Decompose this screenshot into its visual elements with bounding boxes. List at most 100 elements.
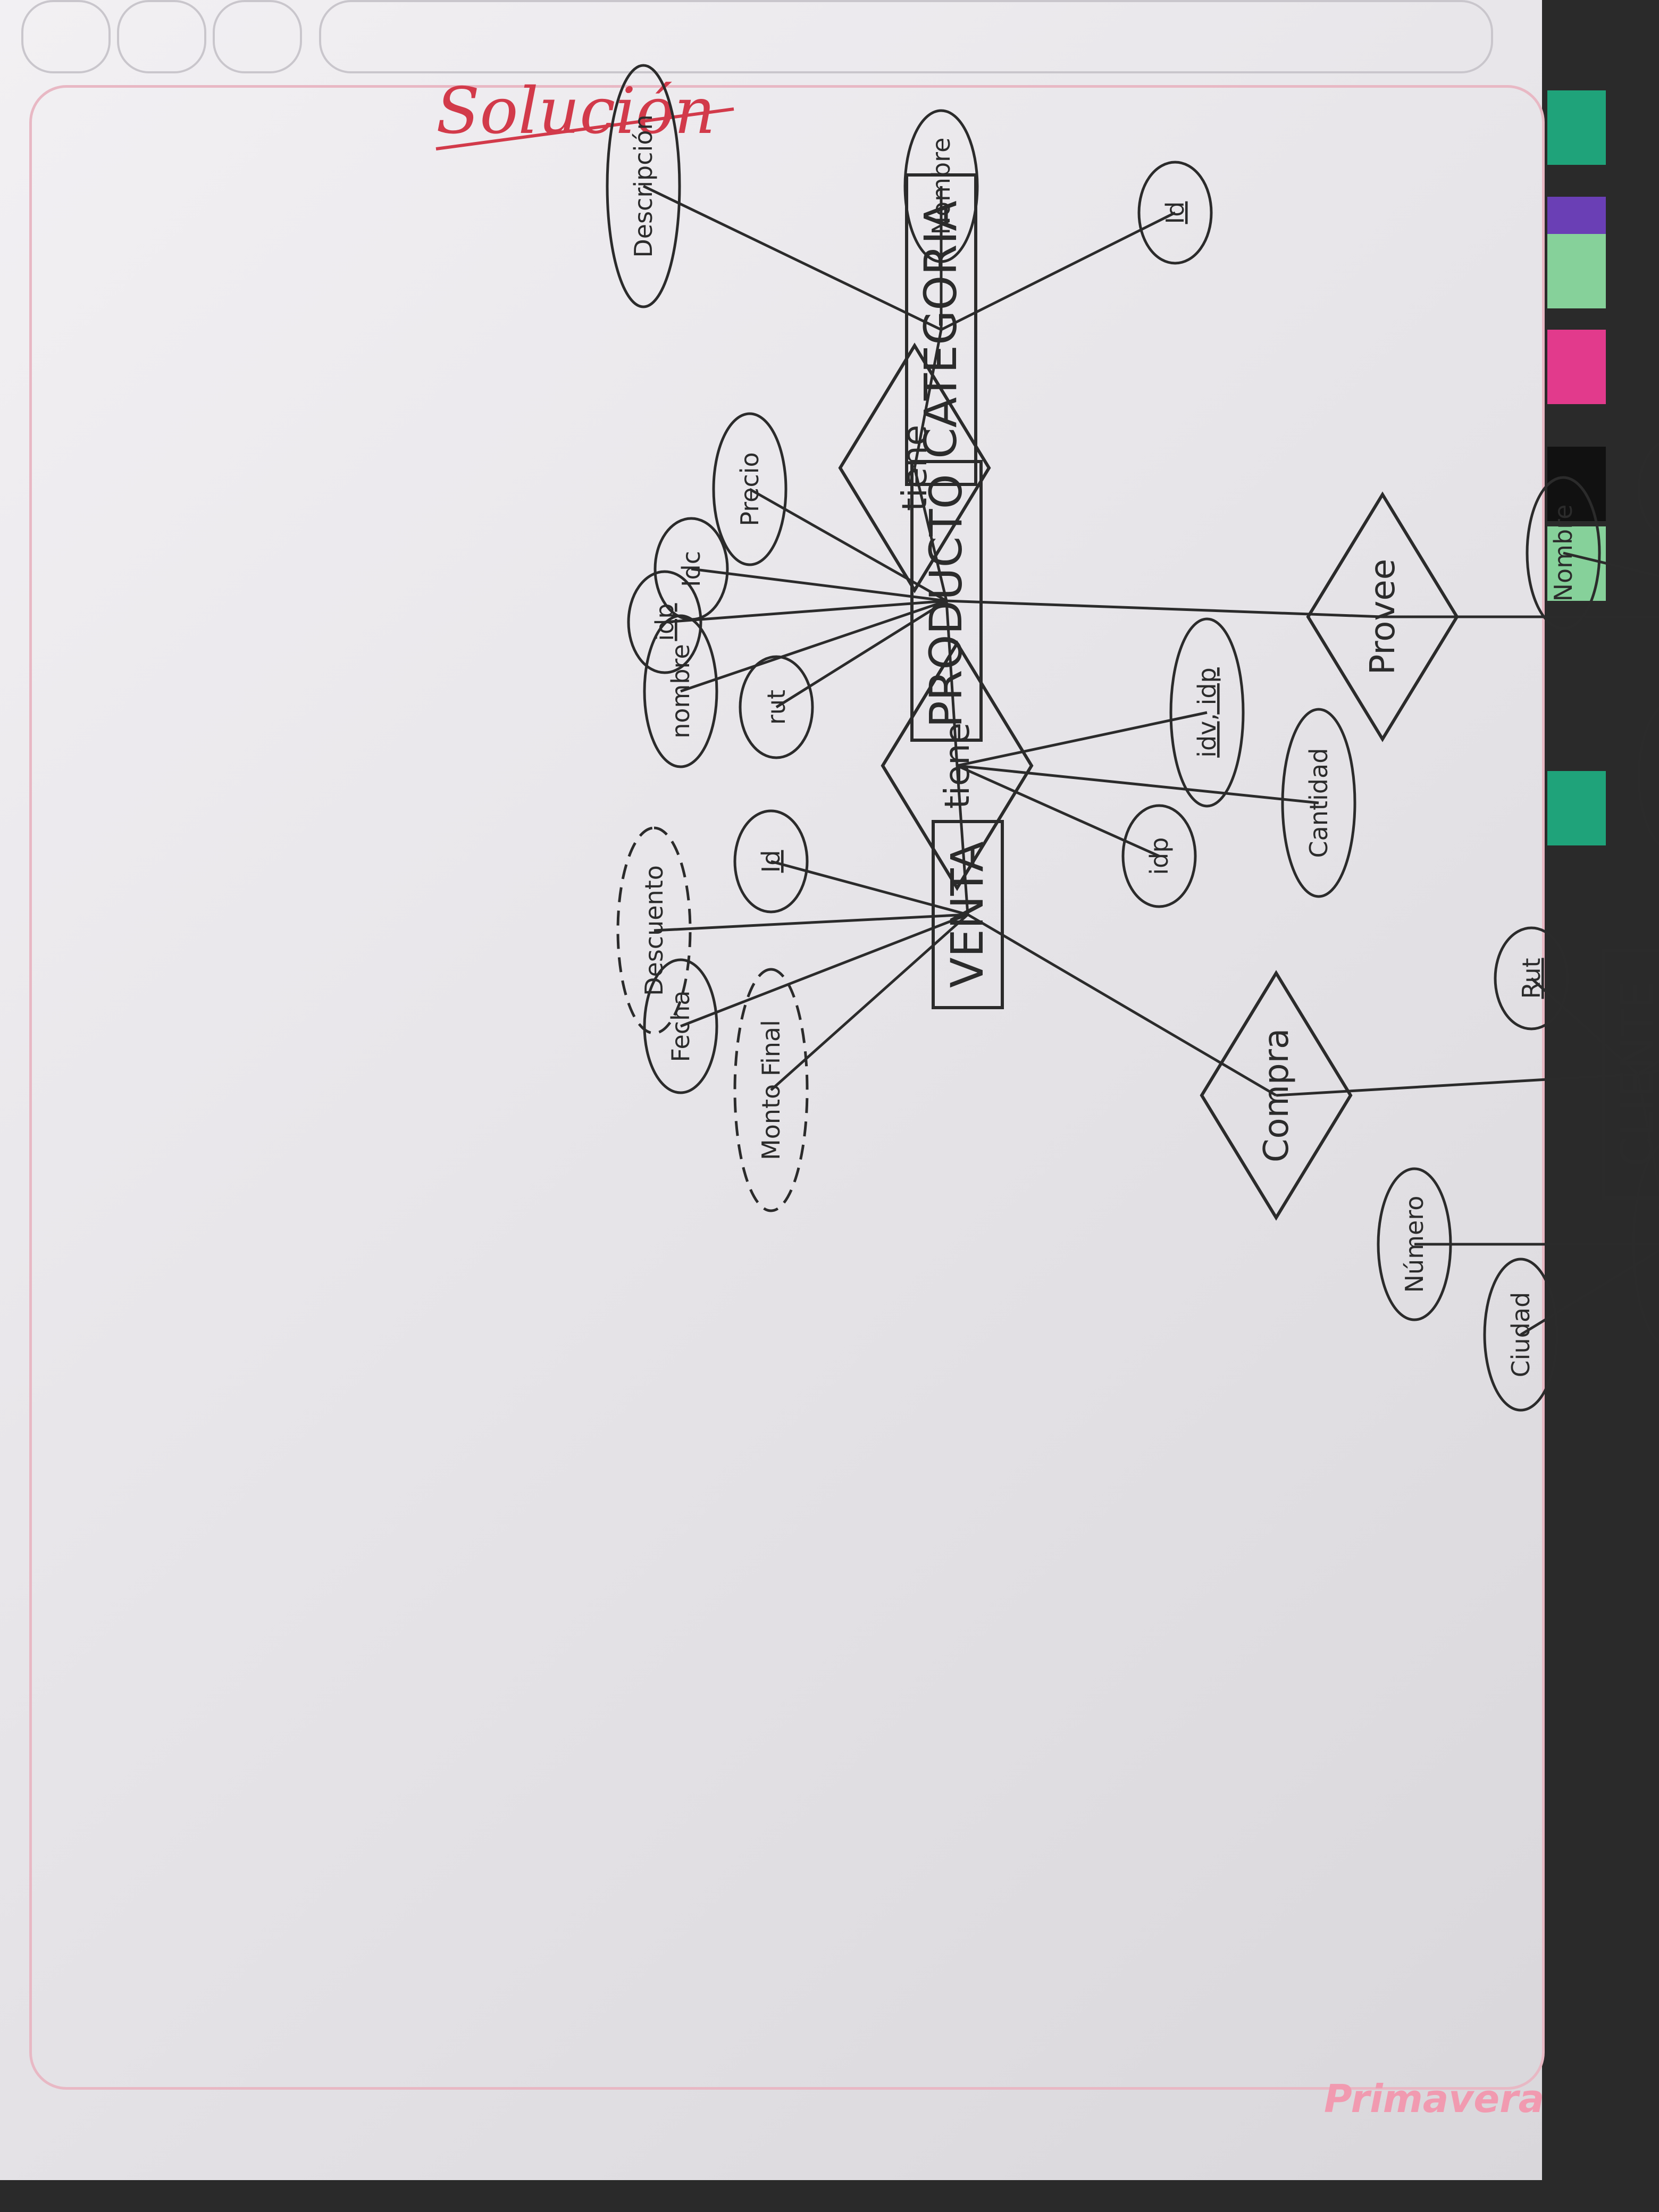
attribute-ellipse [1281, 708, 1356, 898]
attribute-cli-direccion: Dirección [1632, 1140, 1659, 1348]
attribute-tiene-idp: idp [1121, 804, 1197, 908]
link-cli-rut [1530, 977, 1639, 1075]
attribute-cat-descripcion: Descripción [606, 64, 681, 308]
link-cli-direccion [1636, 1074, 1659, 1195]
attribute-tiene-cantidad: Cantidad [1281, 708, 1356, 898]
attribute-label: idp [1145, 837, 1174, 875]
link-tiene2-venta [956, 765, 969, 915]
relationship-tiene2: tiene [881, 640, 1034, 891]
title-underline [435, 107, 734, 150]
entity-box [932, 820, 1004, 1009]
attribute-label: Id [1161, 202, 1189, 224]
attribute-venta-montofinal: Monto Final [733, 968, 809, 1212]
relationship-compra: Compra [1200, 970, 1353, 1221]
attribute-ellipse [643, 958, 718, 1094]
attribute-label: Nombre [1549, 505, 1578, 602]
attribute-ellipse [1632, 1140, 1659, 1348]
attribute-venta-fecha: Fecha [643, 958, 718, 1094]
link-compra-venta [967, 913, 1277, 1097]
attribute-ellipse [712, 412, 787, 566]
link-tiene2-producto [945, 600, 959, 766]
link-prod-idp [664, 599, 947, 624]
entity-venta: VENTA [932, 820, 1004, 1009]
link-venta-descuento [653, 913, 968, 932]
relationship-label: Provee [1363, 559, 1403, 675]
link-venta-fecha [680, 913, 968, 1028]
entity-cliente: CLIENTE [1602, 949, 1659, 1200]
attribute-ellipse [1483, 1258, 1559, 1412]
attribute-ellipse [733, 809, 809, 914]
attribute-label: idv, idp [1193, 667, 1221, 758]
entity-label: CLIENTE [1611, 981, 1659, 1168]
relationship-diamond [838, 342, 991, 593]
link-prov-nombre [1563, 551, 1659, 577]
relationship-tiene1: tiene [838, 342, 991, 593]
attribute-venta-id: Id [733, 809, 809, 914]
attribute-ellipse [1121, 804, 1197, 908]
relationship-label: Compra [1257, 1028, 1296, 1162]
entity-box [905, 173, 977, 486]
attribute-cat-id: Id [1137, 161, 1213, 265]
relationship-diamond [1200, 970, 1353, 1221]
attribute-label: nombre [666, 644, 695, 739]
link-cat-id [940, 211, 1176, 331]
attribute-ellipse [643, 614, 718, 768]
attribute-label: Descuento [640, 865, 668, 996]
entity-categoria: CATEGORIA [905, 173, 977, 486]
link-venta-montofinal [770, 914, 969, 1091]
attribute-ellipse [1494, 926, 1569, 1030]
link-prod-rut [775, 599, 948, 709]
entity-label: VENTA [941, 841, 993, 988]
attribute-prov-comuna: Comuna [1637, 699, 1659, 853]
entity-producto: PRODUCTO [910, 460, 983, 742]
attribute-label: Id [757, 850, 785, 873]
link-prod-nombre [680, 599, 947, 693]
relationship-diamond [881, 640, 1034, 891]
index-tab [1547, 90, 1606, 165]
attribute-label: Cantidad [1304, 748, 1333, 858]
attribute-ellipse [1526, 476, 1601, 630]
attribute-prov-nombre: Nombre [1526, 476, 1601, 630]
attribute-cli-numero: Número [1377, 1167, 1452, 1321]
relationship-provee: Provee [1306, 491, 1459, 742]
attribute-cat-nombre: Nombre [903, 109, 979, 263]
attribute-venta-descuento: Descuento [616, 826, 692, 1035]
attribute-label: Descripción [629, 114, 658, 257]
attribute-ellipse [1637, 699, 1659, 853]
attribute-ellipse [627, 570, 702, 674]
attribute-prod-rut: rut [739, 655, 814, 759]
attribute-ellipse [606, 64, 681, 308]
link-prod-idc [691, 567, 947, 602]
attribute-label: rut [762, 690, 791, 725]
link-tiene-idvidp [957, 711, 1208, 767]
attribute-label: Fecha [666, 991, 695, 1062]
entity-box [910, 460, 983, 742]
link-prod-precio [749, 488, 948, 602]
page-title: Solución [436, 74, 715, 148]
attribute-ellipse [616, 826, 692, 1035]
link-compra-cliente [1276, 1073, 1638, 1097]
relationship-label: tiene [938, 723, 977, 809]
attribute-label: Idc [677, 551, 706, 587]
link-cli-ciudad [1520, 1249, 1659, 1336]
page-margin-frame [29, 85, 1545, 2090]
attribute-label: Nombre [927, 138, 956, 235]
attribute-ellipse [739, 655, 814, 759]
entity-label: PRODUCTO [920, 474, 972, 727]
index-tab [1547, 234, 1606, 308]
attribute-prod-nombre: nombre [643, 614, 718, 768]
attribute-tiene-idvidp: idv, idp [1169, 617, 1245, 808]
attribute-label: Monto Final [757, 1020, 785, 1160]
attribute-ellipse [1169, 617, 1245, 808]
attribute-label: Rut [1517, 958, 1546, 999]
index-tab [1547, 771, 1606, 845]
link-cat-descripcion [642, 185, 942, 331]
attribute-prod-precio: Precio [712, 412, 787, 566]
relationship-diamond [1306, 491, 1459, 742]
attribute-ellipse [733, 968, 809, 1212]
attribute-ellipse [903, 109, 979, 263]
link-tiene1-categoria [913, 329, 943, 468]
link-tiene-cantidad [957, 764, 1319, 805]
attribute-label: Dirección [1655, 1187, 1659, 1301]
